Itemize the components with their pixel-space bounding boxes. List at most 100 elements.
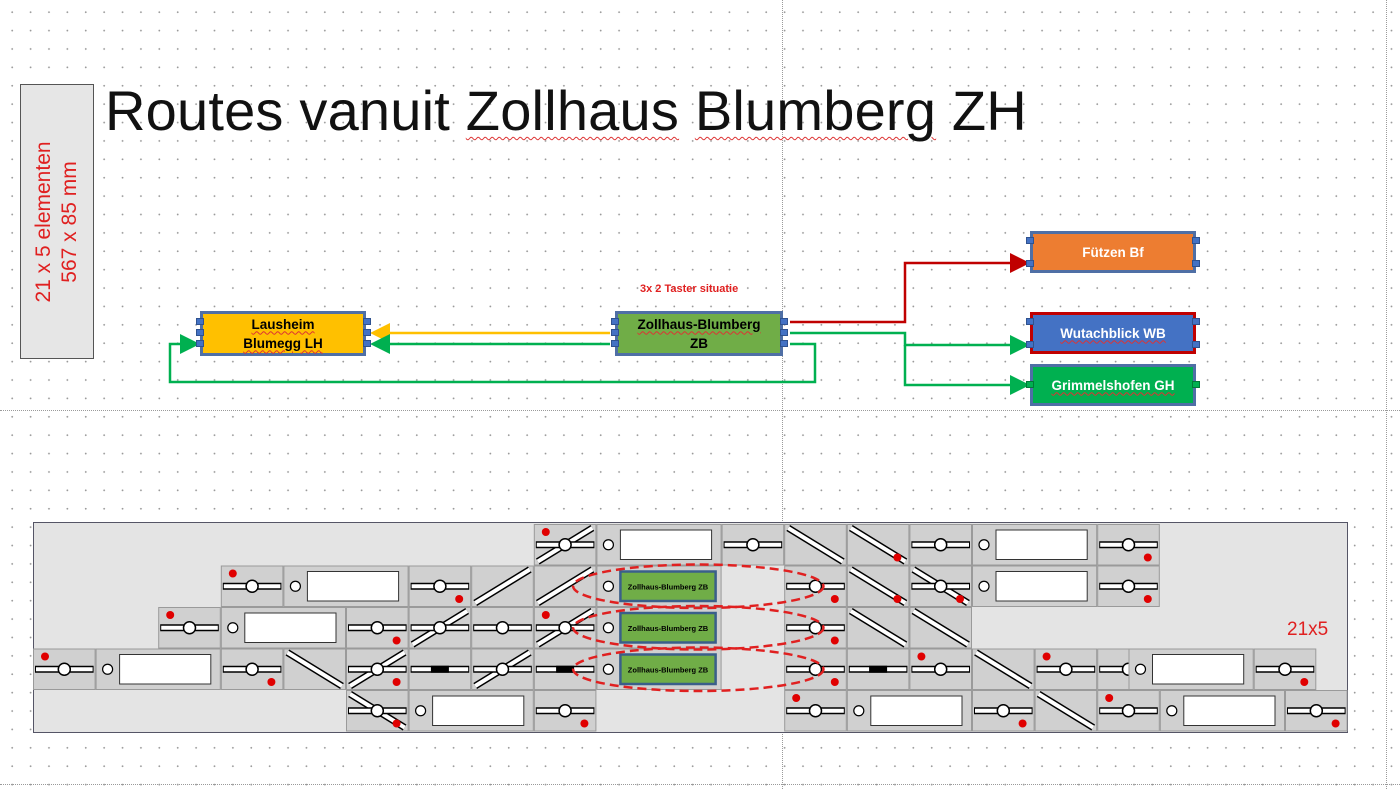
platform-button [978, 539, 990, 551]
switch-knob [495, 662, 510, 676]
platform-display [995, 571, 1088, 602]
signal-led [893, 595, 902, 603]
signal-knob [1121, 538, 1136, 552]
signal-knob [245, 579, 259, 593]
port-fb-l1 [1026, 237, 1034, 244]
signal-led [1331, 719, 1340, 728]
occupancy-block [430, 665, 449, 673]
guide-line-vertical [782, 0, 783, 789]
port-zb-r1 [780, 318, 788, 325]
port-lh-l1 [196, 318, 204, 325]
rail-diagonal-inner [912, 609, 970, 647]
node-fuetzen[interactable]: Fützen Bf [1030, 231, 1196, 273]
node-wutachblick[interactable]: Wutachblick WB [1030, 312, 1196, 354]
port-fb-r2 [1192, 260, 1200, 267]
port-lh-l3 [196, 340, 204, 347]
switch-knob [558, 621, 572, 635]
station-display [619, 611, 717, 644]
signal-led [580, 719, 589, 728]
platform-button [101, 663, 114, 675]
port-gh-r1 [1192, 381, 1200, 388]
node-fuetzen-label: Fützen Bf [1082, 244, 1144, 260]
title-word-zollhaus: Zollhaus [465, 79, 680, 142]
platform-button [602, 663, 615, 675]
signal-led [392, 719, 401, 728]
dimensions-box: 21 x 5 elementen 567 x 85 mm [20, 84, 94, 359]
signal-knob [1278, 662, 1292, 676]
signal-knob [1121, 704, 1136, 718]
route-zb-to-wutachblick [790, 331, 1030, 355]
route-zb-to-fuetzen [790, 253, 1030, 324]
title-word-blumberg: Blumberg [694, 79, 937, 142]
signal-led [455, 595, 464, 603]
signal-led [41, 652, 49, 661]
route-zb-loop-to-lh [168, 334, 817, 384]
signal-knob [933, 662, 948, 676]
platform-display [306, 571, 400, 602]
signal-knob [370, 621, 385, 635]
signal-led [228, 569, 237, 578]
signal-led [541, 528, 550, 536]
signal-led [830, 678, 839, 686]
switch-knob [933, 579, 948, 593]
signal-knob [245, 662, 259, 676]
grid-size-label: 21x5 [1287, 619, 1329, 640]
port-zb-r2 [780, 329, 788, 336]
station-display-label: Zollhaus-Blumberg ZB [628, 665, 709, 674]
rail-diagonal-inner [536, 567, 594, 605]
signal-led [893, 553, 902, 562]
signal-led [1143, 595, 1152, 603]
signal-knob [808, 621, 823, 635]
signal-led [1143, 553, 1152, 562]
platform-display [870, 695, 963, 726]
platform-button [602, 580, 615, 592]
station-display-label: Zollhaus-Blumberg ZB [628, 624, 709, 633]
platform-display [119, 654, 212, 685]
signal-knob [1059, 662, 1073, 676]
port-lh-r3 [363, 340, 371, 347]
signal-led [1300, 678, 1309, 686]
signal-led [1105, 694, 1114, 702]
port-zb-r3 [780, 340, 788, 347]
signal-knob [558, 704, 572, 718]
rail-diagonal-inner [286, 650, 344, 688]
port-lh-l2 [196, 329, 204, 336]
port-fb-l2 [1026, 260, 1034, 267]
taster-oval [571, 646, 825, 693]
signal-led [267, 678, 276, 686]
signal-knob [1309, 704, 1324, 718]
rail-diagonal-inner [474, 567, 531, 605]
signal-led [956, 595, 964, 603]
platform-button [602, 622, 615, 634]
port-wb-r1 [1192, 318, 1200, 325]
port-zb-l3 [611, 340, 619, 347]
page-title: Routes vanuit Zollhaus Blumberg ZH [105, 78, 1027, 143]
node-lausheim-line2: Blumegg LH [243, 335, 323, 351]
switch-knob [433, 621, 447, 635]
signal-knob [808, 704, 823, 718]
station-display-label: Zollhaus-Blumberg ZB [628, 582, 709, 591]
node-grimmelshofen[interactable]: Grimmelshofen GH [1030, 364, 1196, 406]
signal-led [1042, 652, 1051, 661]
platform-display [1152, 654, 1245, 685]
taster-oval [571, 563, 825, 610]
signal-led [392, 636, 401, 645]
guide-line-horizontal [0, 410, 1400, 411]
signal-led [792, 694, 801, 702]
title-prefix: Routes vanuit [105, 79, 466, 142]
signal-knob [808, 662, 823, 676]
platform-button [415, 705, 427, 717]
taster-oval [571, 604, 825, 651]
port-fb-r1 [1192, 237, 1200, 244]
port-zb-l1 [611, 318, 619, 325]
node-zollhaus-line1: Zollhaus-Blumberg [637, 316, 761, 332]
rail-diagonal-inner [974, 650, 1032, 688]
signal-led [166, 611, 175, 619]
platform-button [289, 580, 301, 592]
platform-display [995, 529, 1088, 560]
signal-led [541, 611, 550, 619]
signal-led [917, 652, 926, 661]
node-lausheim[interactable]: Lausheim Blumegg LH [200, 311, 366, 356]
